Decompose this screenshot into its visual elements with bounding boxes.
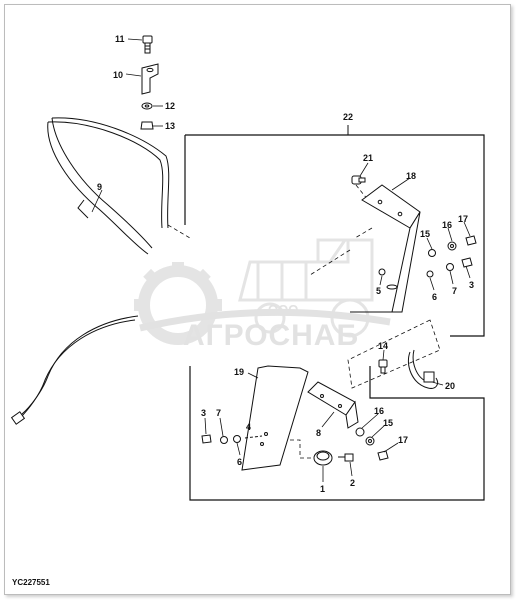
- callout-6-upper: 6: [432, 292, 437, 302]
- callout-7-lower: 7: [216, 408, 221, 418]
- callout-labels: 11 10 12 13 9 22 21 18 15 16 17 5 6 7 3 …: [97, 34, 474, 494]
- callout-7-upper: 7: [452, 286, 457, 296]
- callout-16-lower: 16: [374, 406, 384, 416]
- clip-part-20: [407, 349, 439, 389]
- fastener-stack-upper: [428, 235, 477, 257]
- callout-20: 20: [445, 381, 455, 391]
- reference-code: YC227551: [12, 578, 50, 587]
- nut-part-13: [140, 121, 154, 130]
- callout-19: 19: [234, 367, 244, 377]
- callout-17-lower: 17: [398, 435, 408, 445]
- bracket-part-8: [307, 381, 359, 429]
- watermark-small-text: ООО: [268, 302, 298, 317]
- callout-15-lower: 15: [383, 418, 393, 428]
- callout-3-upper: 3: [469, 280, 474, 290]
- bolt-part-14: [378, 359, 388, 374]
- callout-8: 8: [316, 428, 321, 438]
- callout-22: 22: [343, 112, 353, 122]
- callout-3-lower: 3: [201, 408, 206, 418]
- callout-17-upper: 17: [458, 214, 468, 224]
- callout-12: 12: [165, 101, 175, 111]
- callout-14: 14: [378, 341, 388, 351]
- callout-10: 10: [113, 70, 123, 80]
- plate-part-18: [361, 184, 421, 229]
- watermark-gear-icon: [134, 262, 222, 345]
- cable-part-9: [10, 117, 170, 425]
- callout-1: 1: [320, 484, 325, 494]
- callout-6-lower: 6: [237, 457, 242, 467]
- callout-9: 9: [97, 182, 102, 192]
- watermark-brand-text: АГРОСНАБ: [183, 319, 358, 352]
- upper-detail-box: [185, 134, 485, 337]
- grommet-part-1: [313, 450, 333, 466]
- lower-detail-box: [189, 366, 485, 501]
- upper-support-bracket: [350, 211, 421, 313]
- bracket-part-10: [141, 63, 159, 95]
- callout-15-upper: 15: [420, 229, 430, 239]
- bolt-part-11: [142, 35, 153, 54]
- callout-5: 5: [376, 286, 381, 296]
- washer-part-12: [141, 102, 153, 110]
- support-bracket-part-19: [241, 365, 309, 471]
- bolt-part-21: [351, 175, 366, 185]
- callout-11: 11: [115, 34, 125, 44]
- callout-2: 2: [350, 478, 355, 488]
- fastener-stack-lower-left: [201, 434, 263, 444]
- fastener-stack-lower-right: [355, 427, 389, 461]
- fastener-stack-right: [378, 257, 473, 278]
- callout-21: 21: [363, 153, 373, 163]
- callout-18: 18: [406, 171, 416, 181]
- callout-4: 4: [246, 422, 251, 432]
- screw-part-2: [338, 453, 354, 462]
- watermark-logo: ООО АГРОСНАБ: [134, 238, 391, 352]
- callout-16-upper: 16: [442, 220, 452, 230]
- callout-13: 13: [165, 121, 175, 131]
